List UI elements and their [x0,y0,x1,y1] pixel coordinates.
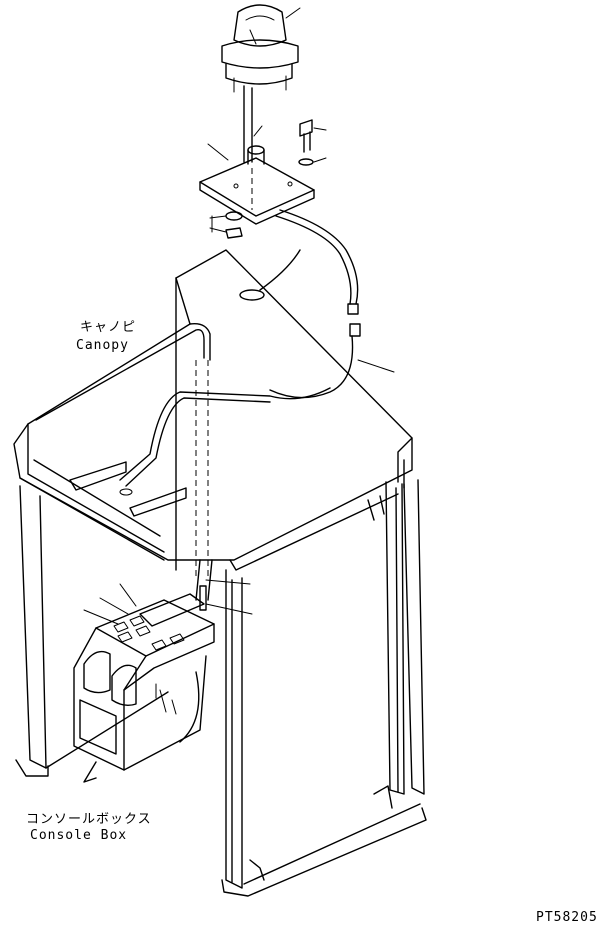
canopy-frame [13,249,413,571]
console-box [73,583,215,783]
canopy-posts [15,360,427,897]
console-box-label-jp: コンソールボックス [26,812,152,827]
mounting-bracket-plate [199,125,315,225]
nut-and-washer [209,211,243,239]
console-box-label-en: Console Box [30,828,128,843]
drawing-number: PT58205 [536,910,598,925]
canopy-label-en: Canopy [76,338,129,353]
warning-beacon-lamp [221,4,301,163]
canopy-label-jp: キャノピ [80,320,137,335]
bolt-and-washer [298,119,327,166]
lamp-wiring-harness [239,209,395,399]
